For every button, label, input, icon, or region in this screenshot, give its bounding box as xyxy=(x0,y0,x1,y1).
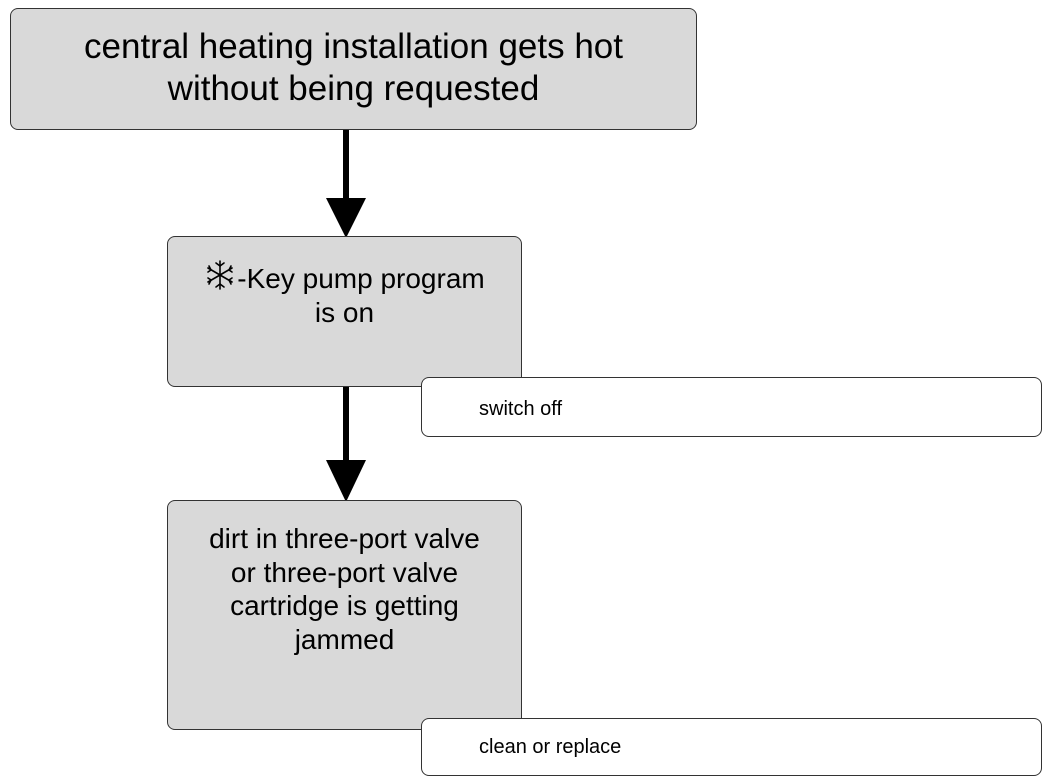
cause-box-three-port-valve: dirt in three-port valve or three-port v… xyxy=(167,500,522,730)
cause-text-line: jammed xyxy=(294,623,395,655)
action-text: switch off xyxy=(479,398,562,420)
cause-text-line: -Key pump program xyxy=(168,259,521,296)
cause-text-line: dirt in three-port valve xyxy=(209,523,480,554)
arrow-symptom-to-cause-1 xyxy=(326,130,366,238)
arrow-cause-1-to-cause-2 xyxy=(326,387,366,502)
cause-text: -Key pump program xyxy=(237,263,485,294)
symptom-text-line: without being requested xyxy=(167,69,540,108)
action-box-clean-or-replace: clean or replace xyxy=(421,718,1042,776)
cause-box-key-pump-program: -Key pump program is on xyxy=(167,236,522,387)
cause-text-line: or three-port valve xyxy=(230,556,459,588)
cause-text-line: cartridge is getting xyxy=(230,590,459,622)
action-text: clean or replace xyxy=(479,736,622,758)
snowflake-icon xyxy=(207,260,234,290)
symptom-box: central heating installation gets hot wi… xyxy=(10,8,697,130)
cause-text-line: is on xyxy=(314,296,375,328)
action-box-switch-off: switch off xyxy=(421,377,1042,437)
symptom-text-line: central heating installation gets hot xyxy=(84,27,623,66)
